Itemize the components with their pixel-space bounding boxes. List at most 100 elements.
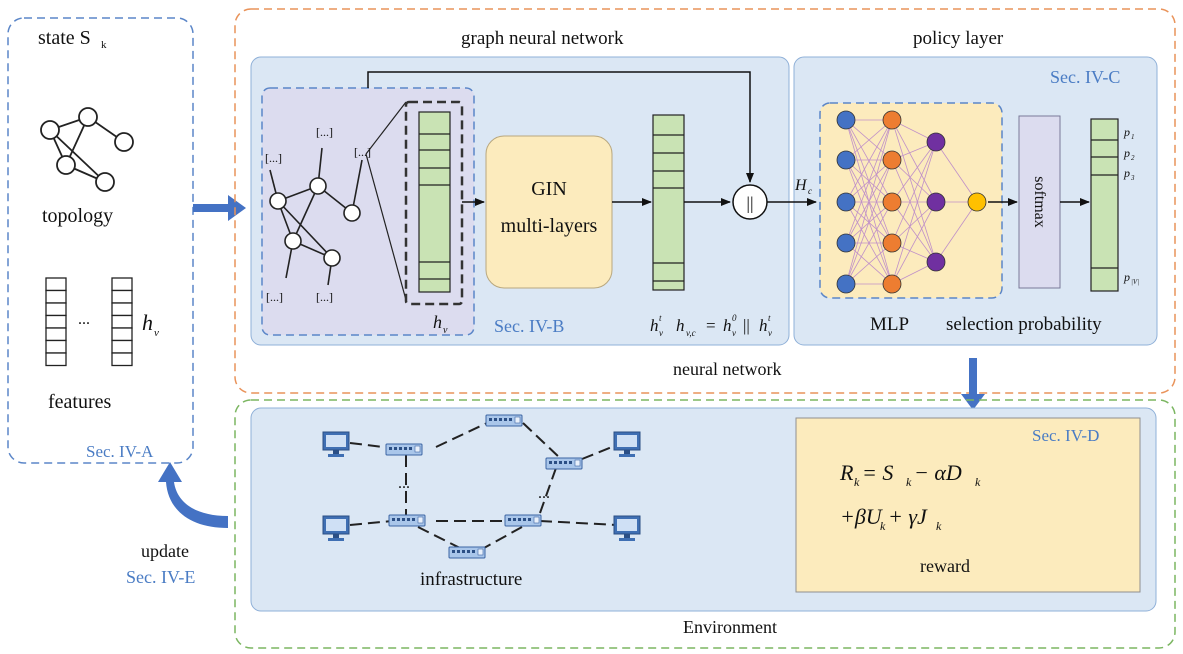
mlp-edge	[845, 159, 893, 285]
svg-text:v: v	[659, 328, 663, 338]
svg-text:p: p	[1123, 270, 1130, 284]
mlp-neuron	[836, 150, 856, 170]
feature-cell	[111, 327, 133, 342]
probability-labels: p 1 p 2 p 3 p |V|	[1123, 125, 1139, 286]
mlp-edge	[891, 119, 937, 203]
mlp-neurons	[836, 110, 987, 294]
gnn-hv-symbol: h	[433, 312, 442, 332]
feature-cell	[45, 352, 67, 367]
gin-title: GIN	[531, 178, 567, 200]
feature-ellipsis: ...	[78, 311, 90, 328]
policy-title: policy layer	[913, 28, 1004, 49]
state-title: state S	[38, 27, 91, 49]
gin-subtitle: multi-layers	[501, 215, 598, 237]
vector-body	[652, 114, 685, 291]
hc-symbol: H	[794, 177, 808, 194]
svg-text:p: p	[1123, 146, 1130, 160]
state-section-label: Sec. IV-A	[86, 442, 154, 461]
mlp-edge	[845, 119, 893, 285]
mlp-neuron	[836, 192, 856, 212]
network-switch-icon	[385, 443, 423, 456]
hc-subscript: c	[808, 186, 812, 196]
mlp-edge	[891, 201, 937, 263]
mlp-neuron	[882, 274, 902, 294]
svg-text:+βU: +βU	[840, 504, 884, 529]
svg-text:k: k	[880, 519, 886, 533]
mlp-neuron	[967, 192, 987, 212]
infrastructure-network	[349, 422, 618, 549]
mlp-label: MLP	[870, 314, 909, 335]
vector-body	[1090, 118, 1119, 292]
svg-text:3: 3	[1130, 174, 1135, 182]
mlp-edge	[891, 119, 937, 263]
placeholder-2: [...]	[316, 125, 333, 139]
mlp-edge	[891, 141, 937, 285]
topology-graph-icon	[40, 107, 134, 192]
environment-label: Environment	[683, 617, 777, 637]
environment-panel: Environment ... ... infrastructure	[234, 399, 1176, 649]
state-title-subscript: k	[101, 39, 107, 51]
mlp-neuron	[836, 110, 856, 130]
svg-text:p: p	[1123, 125, 1130, 139]
mlp-edge	[935, 141, 978, 203]
vector-body	[418, 111, 451, 293]
mlp-neuron	[882, 192, 902, 212]
state-hv-symbol: h	[142, 310, 153, 335]
feature-cell	[45, 277, 67, 292]
feature-cell	[111, 277, 133, 292]
mlp-edge	[891, 141, 937, 244]
feature-vectors	[45, 277, 133, 367]
svg-text:h: h	[759, 316, 768, 335]
update-feedback: update Sec. IV-E	[126, 462, 228, 587]
gnn-title: graph neural network	[461, 28, 624, 49]
mlp-edge	[891, 159, 937, 263]
svg-text:v,c: v,c	[686, 328, 696, 338]
softmax-label: softmax	[1031, 176, 1048, 228]
feature-cell	[111, 352, 133, 367]
network-to-environment-arrow	[961, 358, 985, 410]
mlp-neuron	[882, 233, 902, 253]
neural-network-label: neural network	[673, 359, 781, 379]
state-to-network-arrow	[193, 195, 246, 221]
state-panel: state S k topology ... h v features Sec.…	[7, 17, 194, 464]
placeholder-4: [...]	[266, 290, 283, 304]
infra-ellipsis-2: ...	[538, 485, 550, 502]
reward-label: reward	[920, 556, 970, 576]
svg-text:|V|: |V|	[1131, 278, 1139, 286]
svg-text:0: 0	[732, 313, 737, 323]
feature-cell	[45, 327, 67, 342]
update-section-label: Sec. IV-E	[126, 567, 195, 587]
feature-cell	[45, 314, 67, 329]
svg-text:p: p	[1123, 166, 1130, 180]
feature-cell	[111, 339, 133, 354]
svg-text:||: ||	[743, 316, 750, 335]
mlp-neuron	[836, 274, 856, 294]
skip-connection-arrow	[367, 71, 754, 183]
svg-text:k: k	[854, 475, 860, 489]
network-switch-icon	[448, 546, 486, 559]
network-switch-icon	[545, 457, 583, 470]
mlp-edge	[891, 201, 937, 244]
mlp-neuron	[882, 150, 902, 170]
infrastructure-label: infrastructure	[420, 569, 522, 590]
node-feature-vector	[418, 111, 451, 293]
mlp-edge	[845, 242, 893, 285]
reward-section-label: Sec. IV-D	[1032, 426, 1099, 445]
input-graph	[269, 147, 363, 286]
feature-cell	[111, 289, 133, 304]
mlp-neuron	[926, 192, 946, 212]
svg-text:h: h	[723, 316, 732, 335]
svg-text:v: v	[768, 328, 772, 338]
network-switch-icon	[485, 414, 523, 427]
feature-cell	[45, 289, 67, 304]
topology-label: topology	[42, 205, 113, 227]
svg-text:h: h	[650, 316, 659, 335]
svg-text:t: t	[659, 313, 662, 323]
embedding-vector	[652, 114, 685, 291]
placeholder-3: [...]	[354, 145, 371, 159]
svg-text:k: k	[936, 519, 942, 533]
selection-probability-label: selection probability	[946, 314, 1102, 335]
infra-ellipsis-1: ...	[398, 475, 410, 492]
placeholder-1: [...]	[265, 151, 282, 165]
